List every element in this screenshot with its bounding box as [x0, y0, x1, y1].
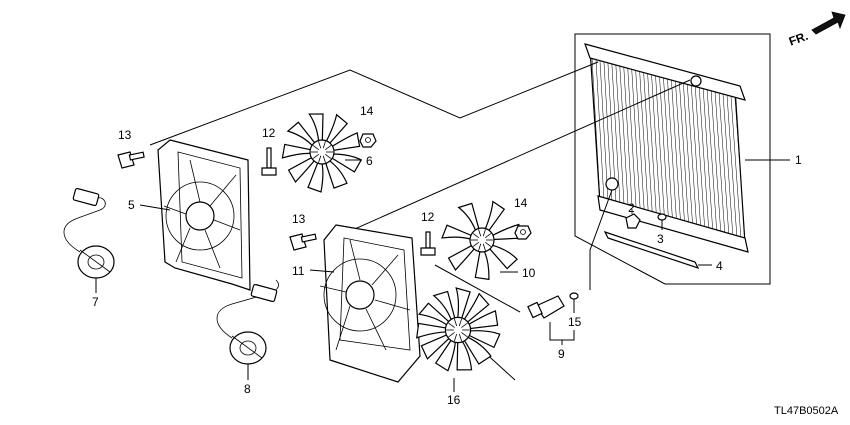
callout-5: 5 — [128, 198, 135, 212]
direction-arrow: FR. — [787, 11, 846, 49]
callout-16: 16 — [447, 393, 461, 407]
callout-6: 6 — [366, 154, 373, 168]
upper-nut — [359, 133, 377, 148]
diagram-code: TL47B0502A — [774, 405, 839, 417]
lower-motor — [216, 279, 279, 380]
radiator-group — [574, 33, 790, 285]
lower-fan — [441, 200, 521, 281]
callout-12-upper: 12 — [262, 126, 276, 140]
callout-2: 2 — [628, 201, 635, 215]
radiator-group-box — [574, 33, 771, 285]
radiator-top-tank — [584, 43, 746, 101]
lower-leader — [329, 79, 691, 241]
direction-label: FR. — [787, 29, 810, 49]
callout-1: 1 — [795, 153, 802, 167]
callout-14-upper: 14 — [360, 104, 374, 118]
upper-bolt-13 — [117, 151, 145, 169]
upper-shroud — [157, 139, 251, 291]
radiator-cap-neck — [690, 75, 702, 87]
upper-motor — [63, 187, 115, 293]
washer — [569, 292, 579, 300]
callout-9: 9 — [558, 347, 565, 361]
callout-15: 15 — [568, 315, 582, 329]
lower-bolt-12 — [420, 231, 436, 256]
seal-strip — [603, 230, 700, 270]
callout-12-lower: 12 — [421, 210, 435, 224]
radiator-outlet — [605, 177, 619, 191]
callout-13-lower: 13 — [292, 212, 306, 226]
lower-nut — [514, 225, 532, 240]
leader-11 — [309, 269, 335, 273]
callout-3: 3 — [657, 232, 664, 246]
radiator-bottom-tank — [597, 195, 749, 253]
divider-line — [434, 264, 521, 313]
lower-shroud — [319, 224, 421, 383]
lower-bolt-13 — [289, 233, 317, 251]
upper-bolt-12 — [261, 147, 277, 176]
callout-4: 4 — [716, 259, 723, 273]
callout-13-upper: 13 — [118, 128, 132, 142]
drain-plug — [625, 209, 641, 229]
coolant-sensor — [527, 295, 565, 319]
fan-16 — [416, 287, 501, 372]
callout-8: 8 — [244, 382, 251, 396]
callout-10: 10 — [522, 266, 536, 280]
o-ring — [657, 213, 667, 221]
upper-leader — [149, 61, 599, 146]
leader-5 — [139, 204, 171, 211]
sensor-leader — [589, 189, 613, 290]
upper-fan — [281, 113, 363, 193]
radiator-fins — [591, 57, 746, 241]
callout-14-lower: 14 — [514, 196, 528, 210]
callout-11: 11 — [292, 264, 305, 278]
callout-7: 7 — [92, 295, 99, 309]
